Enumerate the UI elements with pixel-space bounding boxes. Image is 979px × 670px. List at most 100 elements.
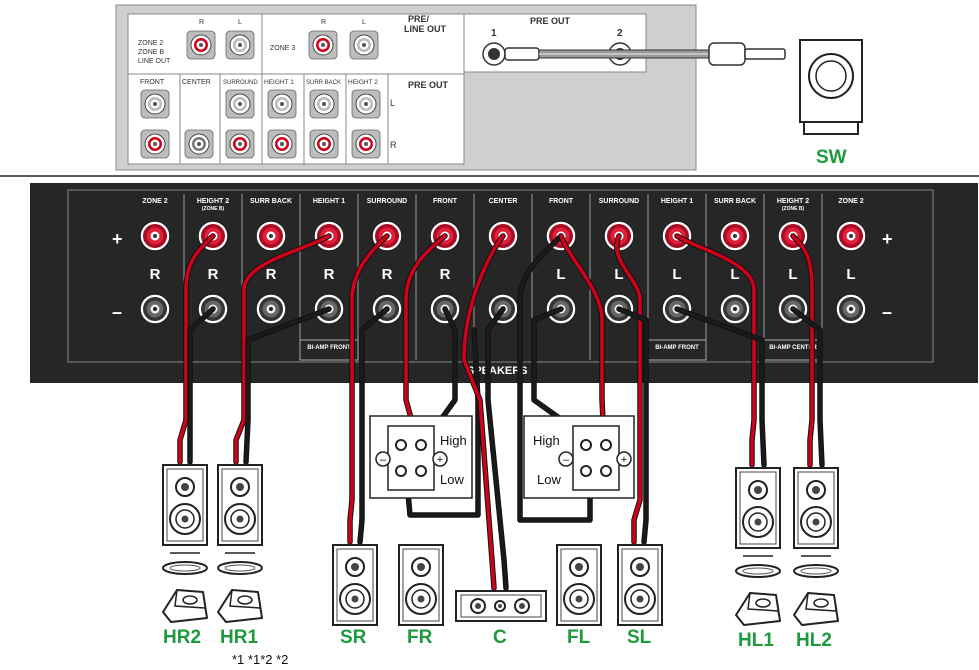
biamp-right-plus: + (437, 454, 443, 466)
terminal-header-12: ZONE 2 (838, 198, 863, 205)
speaker-C: C (455, 590, 547, 648)
zone2-rca-label: ZONE 2 (138, 40, 163, 47)
terminal-letter-4: R (382, 266, 393, 283)
biamp-left-high: High (533, 433, 560, 448)
speaker-FL: FL (556, 544, 602, 648)
speaker-HR1: HR1 (217, 464, 263, 648)
terminal-header-5: FRONT (433, 198, 458, 205)
terminal-header-8: SURROUND (599, 198, 639, 205)
biamp-left-minus: – (563, 454, 570, 466)
dolby-module-HR1 (217, 589, 263, 623)
zoneb-rca-label: ZONE B (138, 49, 164, 56)
label-FL: FL (567, 627, 591, 648)
wire-sl-minus (617, 307, 648, 544)
label-FR: FR (407, 627, 433, 648)
biamp-right-minus: – (380, 454, 387, 466)
speaker-SR: SR (332, 544, 378, 648)
rca-center-jack (184, 129, 214, 159)
subwoofer: SW (799, 39, 863, 168)
terminal-header-4: SURROUND (367, 198, 407, 205)
wire-sr-minus (358, 307, 389, 544)
wire-fl-plus (559, 234, 606, 442)
rca-front-label: FRONT (140, 79, 165, 86)
wire-hr1-minus (244, 307, 331, 464)
speaker-HL1: HL1 (735, 467, 781, 651)
subwoofer-cable (504, 42, 786, 66)
terminal-minus-2 (255, 293, 287, 325)
terminal-minus-0 (139, 293, 171, 325)
terminal-header-1: HEIGHT 2 (197, 198, 229, 205)
wire-fr-plus (404, 234, 447, 438)
terminal-header-10: SURR BACK (714, 198, 756, 205)
terminal-plus-0 (139, 220, 171, 252)
terminal-header-0: ZONE 2 (142, 198, 167, 205)
terminal-plus-12 (835, 220, 867, 252)
wire-c-minus (486, 307, 508, 590)
pre-line-out-label-1: PRE/ (408, 14, 430, 24)
biamp-right-high: High (440, 433, 467, 448)
zone3-r-label: R (321, 19, 326, 26)
wire-hl2-plus (791, 234, 814, 467)
terminal-header-2: SURR BACK (250, 198, 292, 205)
speakers-title: SPEAKERS (467, 365, 528, 377)
wire-fl-bridge (518, 234, 592, 522)
zone2-r-jack (186, 30, 216, 60)
rca-output-panel: ZONE 2 ZONE B LINE OUT R L ZONE 3 R L PR… (115, 4, 697, 171)
rca-height2-l-jack (351, 89, 381, 119)
biamp-front-tag-right: BI-AMP FRONT (307, 345, 351, 351)
terminal-letter-5: R (440, 266, 451, 283)
zone2-l-label: L (238, 19, 242, 26)
zone2-l-jack (225, 30, 255, 60)
biamp-front-tag-left: BI-AMP FRONT (655, 345, 699, 351)
terminal-plus-10 (719, 220, 751, 252)
dolby-module-HL2 (793, 592, 839, 626)
rca-height2-r-jack (351, 129, 381, 159)
dolby-module-HL1 (735, 592, 781, 626)
dolby-module-HR2 (162, 589, 208, 623)
biamp-center-tag: BI-AMP CENTER (769, 345, 817, 351)
zone2-r-label: R (199, 19, 204, 26)
terminal-header-3: HEIGHT 1 (313, 198, 345, 205)
wire-c-plus (462, 234, 505, 590)
wire-hl1-minus (675, 307, 766, 467)
biamp-left-low: Low (537, 472, 561, 487)
biamp-box-left: – + High Low (523, 415, 635, 499)
wire-hl2-minus (791, 307, 824, 467)
zone3-r-jack (308, 30, 338, 60)
label-HL1: HL1 (738, 630, 774, 651)
rca-center-label: CENTER (182, 79, 211, 86)
terminal-minus-10 (719, 293, 751, 325)
rca-l-row-label: L (390, 98, 395, 108)
label-SR: SR (340, 627, 367, 648)
rca-height1-r-jack (267, 129, 297, 159)
biamp-left-plus: + (621, 454, 627, 466)
rca-r-row-label: R (390, 140, 397, 150)
terminal-letter-8: L (614, 266, 623, 283)
rca-surround-l-jack (225, 89, 255, 119)
rca-surrback-l-jack (309, 89, 339, 119)
terminal-letter-12: L (846, 266, 855, 283)
pre-line-out-label-2: LINE OUT (404, 24, 447, 34)
preout-port2-label: 2 (617, 28, 623, 39)
wire-hl1-plus (675, 234, 756, 467)
preout-port1-label: 1 (491, 28, 497, 39)
rca-front-r-jack (140, 129, 170, 159)
terminal-letter-11: L (788, 266, 797, 283)
zone3-rca-label: ZONE 3 (270, 45, 295, 52)
zone3-l-jack (349, 30, 379, 60)
terminal-header-9: HEIGHT 1 (661, 198, 693, 205)
minus-right: – (882, 302, 892, 322)
terminal-letter-9: L (672, 266, 681, 283)
rca-preout-label: PRE OUT (408, 80, 449, 90)
terminal-letter-1: R (208, 266, 219, 283)
zoneb-tag-left: (ZONE B) (782, 206, 805, 212)
lineout-rca-label: LINE OUT (138, 58, 171, 65)
label-C: C (493, 627, 507, 648)
biamp-right-low: Low (440, 472, 464, 487)
wire-fr-bridge (404, 328, 480, 517)
rca-surrback-r-jack (309, 129, 339, 159)
wire-sr-plus (348, 234, 389, 544)
rca-front-l-jack (140, 89, 170, 119)
biamp-box-right: – + High Low (369, 415, 473, 499)
